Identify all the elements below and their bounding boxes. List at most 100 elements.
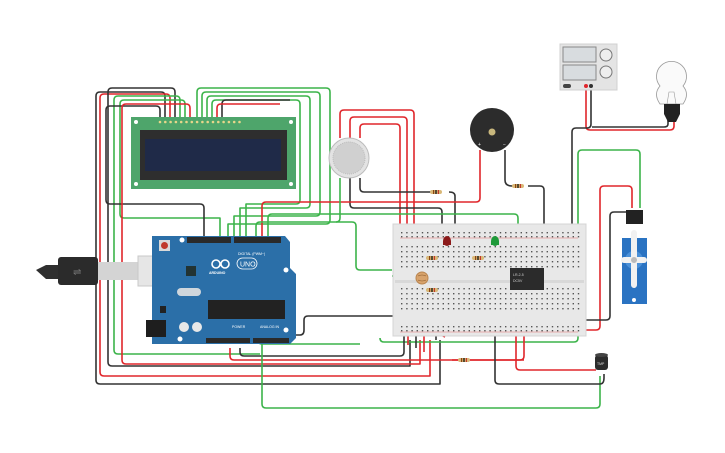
breadboard-hole[interactable] — [401, 308, 403, 310]
breadboard-hole[interactable] — [505, 232, 507, 234]
wire-red[interactable] — [551, 185, 633, 331]
breadboard-hole[interactable] — [489, 308, 491, 310]
breadboard-hole[interactable] — [411, 256, 413, 258]
breadboard-hole[interactable] — [416, 293, 418, 295]
breadboard-hole[interactable] — [536, 298, 538, 300]
breadboard-hole[interactable] — [557, 298, 559, 300]
breadboard-hole[interactable] — [536, 256, 538, 258]
breadboard-hole[interactable] — [577, 232, 580, 234]
breadboard-hole[interactable] — [505, 330, 507, 332]
wire-black[interactable] — [592, 120, 669, 128]
breadboard-hole[interactable] — [499, 251, 502, 253]
breadboard-hole[interactable] — [520, 330, 522, 332]
breadboard-hole[interactable] — [531, 326, 533, 328]
breadboard-hole[interactable] — [458, 266, 460, 268]
breadboard-hole[interactable] — [562, 266, 564, 268]
breadboard-hole[interactable] — [531, 298, 533, 300]
breadboard-hole[interactable] — [494, 330, 496, 332]
breadboard-hole[interactable] — [557, 261, 559, 263]
breadboard-hole[interactable] — [484, 293, 486, 295]
breadboard-hole[interactable] — [458, 251, 460, 253]
breadboard-hole[interactable] — [458, 326, 460, 328]
breadboard-hole[interactable] — [494, 246, 496, 248]
breadboard-hole[interactable] — [401, 330, 403, 332]
breadboard-hole[interactable] — [520, 236, 522, 238]
breadboard-hole[interactable] — [562, 236, 564, 238]
breadboard-hole[interactable] — [437, 326, 439, 328]
breadboard-hole[interactable] — [489, 251, 491, 253]
breadboard-hole[interactable] — [499, 330, 502, 332]
resistor[interactable] — [426, 256, 438, 260]
breadboard-hole[interactable] — [447, 256, 450, 258]
breadboard-hole[interactable] — [447, 330, 450, 332]
breadboard-hole[interactable] — [427, 232, 429, 234]
breadboard-hole[interactable] — [463, 236, 465, 238]
breadboard-hole[interactable] — [551, 308, 554, 310]
wire-green[interactable] — [379, 149, 641, 343]
wire-green[interactable] — [201, 91, 321, 240]
breadboard-hole[interactable] — [416, 326, 418, 328]
breadboard-hole[interactable] — [551, 288, 554, 290]
wire-black[interactable] — [528, 185, 545, 232]
breadboard-hole[interactable] — [458, 293, 460, 295]
breadboard-hole[interactable] — [427, 330, 429, 332]
breadboard-hole[interactable] — [520, 308, 522, 310]
breadboard-hole[interactable] — [499, 293, 502, 295]
breadboard-hole[interactable] — [468, 326, 470, 328]
breadboard-hole[interactable] — [546, 232, 548, 234]
wire-red[interactable] — [229, 320, 525, 361]
breadboard-hole[interactable] — [432, 326, 434, 328]
breadboard-hole[interactable] — [484, 298, 486, 300]
breadboard-hole[interactable] — [437, 308, 439, 310]
breadboard-hole[interactable] — [546, 326, 548, 328]
breadboard-hole[interactable] — [546, 298, 548, 300]
breadboard-hole[interactable] — [473, 326, 476, 328]
breadboard-hole[interactable] — [437, 236, 439, 238]
breadboard-hole[interactable] — [468, 330, 470, 332]
breadboard-hole[interactable] — [473, 236, 476, 238]
breadboard-hole[interactable] — [458, 261, 460, 263]
lcd-pin[interactable] — [232, 120, 236, 124]
breadboard-hole[interactable] — [515, 256, 517, 258]
breadboard-hole[interactable] — [557, 326, 559, 328]
lcd-pin[interactable] — [179, 120, 183, 124]
breadboard-hole[interactable] — [421, 246, 424, 248]
breadboard-hole[interactable] — [510, 308, 512, 310]
breadboard-hole[interactable] — [567, 326, 569, 328]
breadboard-hole[interactable] — [531, 330, 533, 332]
breadboard-hole[interactable] — [463, 266, 465, 268]
arduino-uno[interactable]: DIGITAL (PWM~) UNO ARDUINO POWER ANALOG … — [146, 236, 296, 344]
breadboard-hole[interactable] — [484, 261, 486, 263]
breadboard-hole[interactable] — [406, 236, 408, 238]
breadboard-hole[interactable] — [437, 303, 439, 305]
breadboard-hole[interactable] — [416, 232, 418, 234]
breadboard-hole[interactable] — [520, 303, 522, 305]
breadboard-hole[interactable] — [510, 256, 512, 258]
breadboard-hole[interactable] — [551, 293, 554, 295]
breadboard-hole[interactable] — [421, 261, 424, 263]
breadboard-hole[interactable] — [577, 251, 580, 253]
breadboard-hole[interactable] — [453, 266, 455, 268]
breadboard-hole[interactable] — [505, 293, 507, 295]
breadboard-hole[interactable] — [421, 232, 424, 234]
breadboard-hole[interactable] — [489, 246, 491, 248]
breadboard-hole[interactable] — [416, 308, 418, 310]
breadboard-hole[interactable] — [551, 251, 554, 253]
breadboard-hole[interactable] — [499, 308, 502, 310]
breadboard-hole[interactable] — [427, 266, 429, 268]
breadboard-hole[interactable] — [567, 266, 569, 268]
breadboard-hole[interactable] — [515, 298, 517, 300]
breadboard-hole[interactable] — [416, 251, 418, 253]
breadboard-hole[interactable] — [541, 308, 543, 310]
resistor[interactable] — [458, 358, 470, 362]
wire-red[interactable] — [339, 109, 415, 232]
breadboard-hole[interactable] — [463, 298, 465, 300]
breadboard-hole[interactable] — [427, 261, 429, 263]
light-bulb[interactable] — [656, 60, 687, 122]
breadboard-hole[interactable] — [411, 293, 413, 295]
breadboard-hole[interactable] — [572, 288, 574, 290]
breadboard-hole[interactable] — [510, 330, 512, 332]
breadboard-hole[interactable] — [432, 303, 434, 305]
breadboard-hole[interactable] — [411, 261, 413, 263]
breadboard-hole[interactable] — [567, 303, 569, 305]
